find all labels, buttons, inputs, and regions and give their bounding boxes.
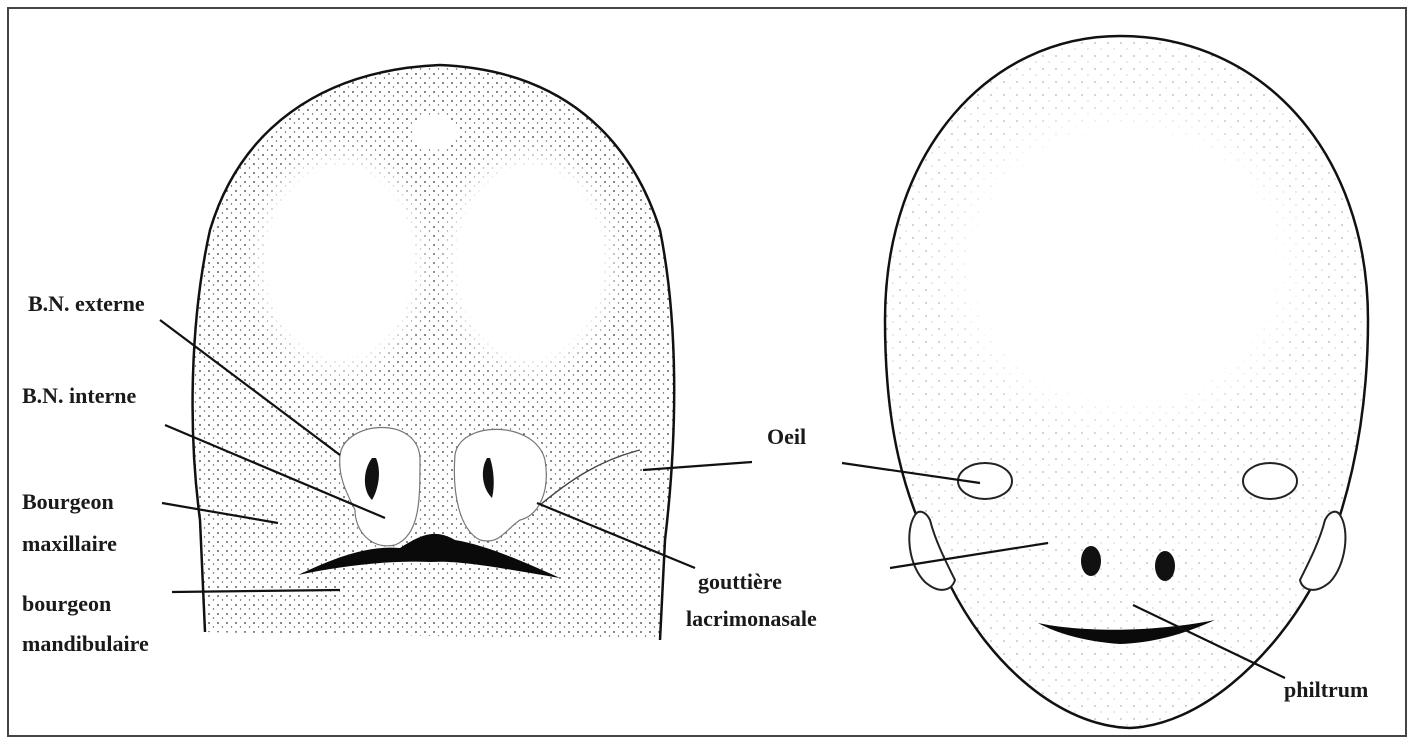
label-bourgeon-mandibulaire-line2: mandibulaire <box>22 631 149 656</box>
left-forehead-clear-left <box>244 137 436 387</box>
right-embryo <box>885 36 1368 728</box>
right-nostril-left-icon <box>1081 546 1101 576</box>
label-gouttiere-line2: lacrimonasale <box>686 606 817 631</box>
label-bn-interne: B.N. interne <box>22 383 137 408</box>
label-bourgeon-maxillaire-line1: Bourgeon <box>22 489 114 514</box>
label-bourgeon-maxillaire-line2: maxillaire <box>22 531 117 556</box>
label-philtrum: philtrum <box>1284 677 1368 702</box>
right-cranium-clear <box>930 90 1320 440</box>
label-bn-externe: B.N. externe <box>28 291 145 316</box>
right-eye-right-icon <box>1243 463 1297 499</box>
label-bourgeon-mandibulaire-line1: bourgeon <box>22 591 111 616</box>
right-nostril-right-icon <box>1155 551 1175 581</box>
left-forehead-clear-right <box>434 137 626 387</box>
label-gouttiere-line1: gouttière <box>698 569 782 594</box>
left-top-spot <box>413 114 457 150</box>
left-embryo <box>193 65 675 640</box>
label-oeil: Oeil <box>767 424 806 449</box>
